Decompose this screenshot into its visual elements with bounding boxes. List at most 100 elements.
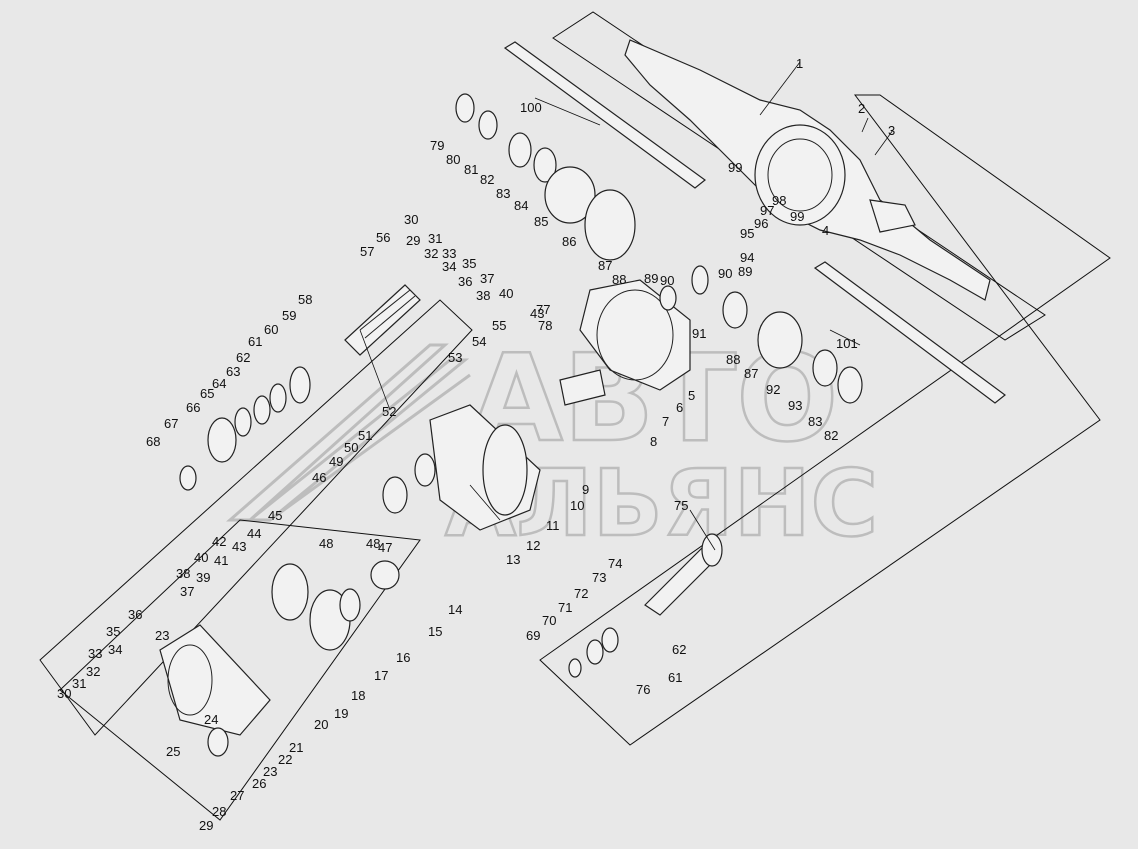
callout-77: 77 — [536, 302, 550, 317]
callout-9: 9 — [582, 482, 589, 497]
callout-87b: 87 — [744, 366, 758, 381]
ring-stack-left — [179, 366, 311, 491]
callout-45: 45 — [268, 508, 282, 523]
axle-housing — [624, 39, 991, 301]
callout-72: 72 — [574, 586, 588, 601]
output-shaft — [568, 533, 723, 678]
callout-64: 64 — [212, 376, 226, 391]
callout-73: 73 — [592, 570, 606, 585]
callout-46: 46 — [312, 470, 326, 485]
callout-55: 55 — [492, 318, 506, 333]
callout-29a: 29 — [199, 818, 213, 833]
bearing-stack-top — [455, 93, 636, 261]
callout-30b: 30 — [404, 212, 418, 227]
callout-37a: 37 — [180, 584, 194, 599]
callout-75: 75 — [674, 498, 688, 513]
callout-26: 26 — [252, 776, 266, 791]
callout-19: 19 — [334, 706, 348, 721]
callout-86: 86 — [562, 234, 576, 249]
callout-16: 16 — [396, 650, 410, 665]
callout-1: 1 — [796, 56, 803, 71]
callout-15: 15 — [428, 624, 442, 639]
callout-8: 8 — [650, 434, 657, 449]
callout-89b: 89 — [738, 264, 752, 279]
callout-22: 22 — [278, 752, 292, 767]
callout-66: 66 — [186, 400, 200, 415]
callout-93: 93 — [788, 398, 802, 413]
callout-99b: 99 — [790, 209, 804, 224]
callout-36a: 36 — [128, 607, 142, 622]
callout-32b: 32 — [424, 246, 438, 261]
callout-57: 57 — [360, 244, 374, 259]
callout-23a: 23 — [263, 764, 277, 779]
differential-gears — [659, 265, 863, 404]
callout-71: 71 — [558, 600, 572, 615]
callout-61b: 61 — [668, 670, 682, 685]
callout-32a: 32 — [86, 664, 100, 679]
callout-44: 44 — [247, 526, 261, 541]
callout-62a: 62 — [236, 350, 250, 365]
callout-81: 81 — [464, 162, 478, 177]
callout-17: 17 — [374, 668, 388, 683]
callout-36b: 36 — [458, 274, 472, 289]
callout-91: 91 — [692, 326, 706, 341]
callout-79: 79 — [430, 138, 444, 153]
callout-85: 85 — [534, 214, 548, 229]
frame-left-bottom — [59, 519, 421, 821]
callout-40b: 40 — [499, 286, 513, 301]
callout-97: 97 — [760, 203, 774, 218]
callout-24: 24 — [204, 712, 218, 727]
callout-90b: 90 — [718, 266, 732, 281]
callout-83a: 83 — [496, 186, 510, 201]
shaft-101 — [813, 261, 1006, 404]
callout-13: 13 — [506, 552, 520, 567]
spline-shaft — [344, 284, 421, 356]
callout-70: 70 — [542, 613, 556, 628]
callout-14: 14 — [448, 602, 462, 617]
callout-76: 76 — [636, 682, 650, 697]
callout-52: 52 — [382, 404, 396, 419]
callout-90a: 90 — [660, 273, 674, 288]
callout-42: 42 — [212, 534, 226, 549]
frame-left-top — [39, 299, 473, 736]
callout-38b: 38 — [476, 288, 490, 303]
callout-35a: 35 — [106, 624, 120, 639]
callout-88a: 88 — [612, 272, 626, 287]
callout-92: 92 — [766, 382, 780, 397]
callout-60: 60 — [264, 322, 278, 337]
callout-74: 74 — [608, 556, 622, 571]
callout-63: 63 — [226, 364, 240, 379]
callout-53: 53 — [448, 350, 462, 365]
callout-2: 2 — [858, 101, 865, 116]
callout-98: 98 — [772, 193, 786, 208]
callout-33a: 33 — [88, 646, 102, 661]
callout-41: 41 — [214, 553, 228, 568]
callout-59: 59 — [282, 308, 296, 323]
callout-100: 100 — [520, 100, 542, 115]
axle-shafts — [503, 41, 1006, 404]
callout-6: 6 — [676, 400, 683, 415]
callout-56: 56 — [376, 230, 390, 245]
callout-96: 96 — [754, 216, 768, 231]
rear-cover — [159, 624, 271, 757]
callout-47: 47 — [378, 540, 392, 555]
callout-101: 101 — [836, 336, 858, 351]
callout-20: 20 — [314, 717, 328, 732]
callout-34b: 34 — [442, 259, 456, 274]
callout-84: 84 — [514, 198, 528, 213]
callout-40a: 40 — [194, 550, 208, 565]
group-frames — [39, 11, 1111, 821]
callout-21: 21 — [289, 740, 303, 755]
callout-37b: 37 — [480, 271, 494, 286]
callout-65: 65 — [200, 386, 214, 401]
callout-43a: 43 — [232, 539, 246, 554]
callout-48a: 48 — [319, 536, 333, 551]
callout-62b: 62 — [672, 642, 686, 657]
callout-61a: 61 — [248, 334, 262, 349]
input-shaft — [344, 284, 421, 356]
callout-69: 69 — [526, 628, 540, 643]
callout-87a: 87 — [598, 258, 612, 273]
callout-88b: 88 — [726, 352, 740, 367]
callout-51: 51 — [358, 428, 372, 443]
callout-99a: 99 — [728, 160, 742, 175]
